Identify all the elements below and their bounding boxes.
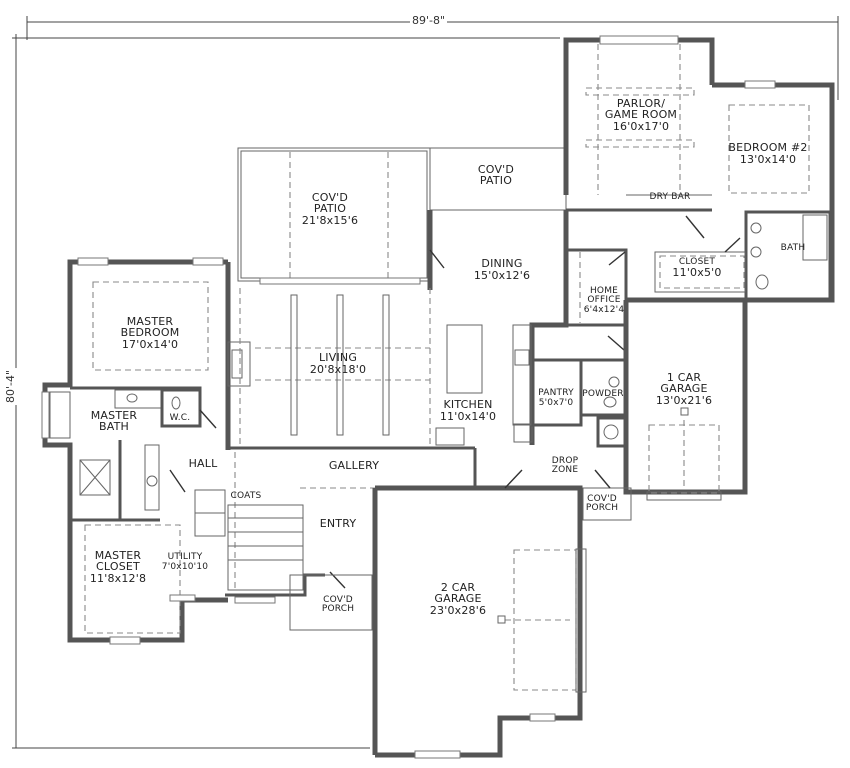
bedroom2-outline [654,80,835,303]
room-label-gallery: Gallery [329,460,379,471]
room-name: Master [126,315,174,328]
room-name: Cov'd [477,163,515,176]
room-name: Garage [434,592,482,605]
room-label-pantry: Pantry 5'0x7'0 [538,389,574,408]
room-size: 5'0x7'0 [538,398,574,408]
room-label-utility: Utility 7'0x10'10 [162,553,208,572]
room-label-covd-porch-side: Cov'd Porch [586,495,618,513]
room-label-covd-patio-main: Cov'd Patio 21'8x15'6 [302,192,358,226]
room-label-covd-porch-front: Cov'd Porch [322,596,354,614]
room-name: Dining [481,257,523,270]
room-name: Master [90,409,138,422]
room-name: Powder [582,389,624,399]
room-size: 11'8x12'8 [89,572,147,585]
room-name: Game Room [604,108,678,121]
room-size: 23'0x28'6 [429,604,487,617]
room-name: Living [318,351,358,364]
room-name: Drop [551,456,579,466]
room-name: Cov'd [587,494,617,504]
living-outline [225,262,475,450]
room-name: Parlor/ [616,97,666,110]
room-name: Entry [319,517,357,530]
room-label-master-bedroom: Master Bedroom 17'0x14'0 [121,316,180,350]
room-label-master-closet: Master Closet 11'8x12'8 [90,550,146,584]
room-label-hall: Hall [189,458,218,469]
room-label-garage2: 2 Car Garage 23'0x28'6 [430,582,486,616]
room-name: Porch [585,503,619,513]
room-label-wc: W.C. [170,414,191,423]
room-size: 11'0x5'0 [672,266,722,279]
room-name: 1 Car [666,371,702,384]
room-label-kitchen: Kitchen 11'0x14'0 [440,399,496,422]
room-name: Dry Bar [649,192,691,202]
room-label-drop-zone: Drop Zone [552,457,579,475]
office-pantry-powder-outline [531,248,628,448]
room-name: Coats [230,491,262,501]
room-name: Patio [313,202,347,215]
room-size: 13'0x21'6 [655,394,713,407]
room-label-bath: Bath [781,244,806,253]
room-name: Home [589,286,619,296]
room-name: Office [587,295,621,305]
room-label-closet: Closet 11'0x5'0 [672,257,722,279]
room-label-garage1: 1 Car Garage 13'0x21'6 [656,372,712,406]
room-name: Bath [780,243,806,253]
room-size: 11'0x14'0 [439,410,497,423]
room-name: Bath [98,420,130,433]
covd-porch-side-outline [582,487,632,521]
garage2-outline [375,469,611,759]
room-name: 2 Car [440,581,476,594]
room-name: Zone [551,465,579,475]
room-name: Cov'd [323,595,353,605]
room-label-bedroom2: Bedroom #2 13'0x14'0 [728,142,807,165]
room-label-covd-patio-small: Cov'd Patio [478,164,514,186]
room-name: Bedroom #2 [728,141,808,154]
room-size: 6'4x12'4 [583,305,625,315]
room-label-coats: Coats [231,492,262,501]
room-name: Garage [660,382,708,395]
room-size: 15'0x12'6 [473,269,531,282]
room-size: 20'8x18'0 [309,363,367,376]
room-size: 21'8x15'6 [301,214,359,227]
master-wing-outline [41,257,228,645]
room-name: W.C. [169,413,191,423]
room-name: Hall [188,457,218,470]
garage1-outline [623,297,748,501]
room-name: Master [94,549,142,562]
overall-depth-dimension: 80'-4" [4,367,18,406]
room-label-powder: Powder [582,390,623,399]
room-name: Kitchen [443,398,493,411]
room-label-home-office: Home Office 6'4x12'4 [584,287,625,315]
room-name: Porch [321,604,355,614]
gallery-entry-outline [169,448,477,755]
parlor-outline [563,35,715,212]
room-label-living: Living 20'8x18'0 [310,352,366,375]
room-label-entry: Entry [320,518,357,529]
room-name: Closet [96,560,140,573]
room-name: Closet [678,257,716,267]
room-name: Patio [479,174,513,187]
room-size: 13'0x14'0 [739,153,797,166]
overall-width-dimension: 89'-8" [410,14,448,27]
room-size: 17'0x14'0 [121,338,179,351]
room-label-master-bath: Master Bath [91,410,138,432]
room-name: Bedroom [120,326,180,339]
room-label-dining: Dining 15'0x12'6 [474,258,530,281]
room-name: Cov'd [311,191,349,204]
room-name: Gallery [328,459,380,472]
room-size: 16'0x17'0 [612,120,670,133]
room-size: 7'0x10'10 [161,562,209,572]
room-name: Pantry [538,388,574,398]
room-label-parlor: Parlor/ Game Room 16'0x17'0 [605,98,677,132]
room-label-dry-bar: Dry Bar [650,193,691,202]
room-name: Utility [167,552,203,562]
